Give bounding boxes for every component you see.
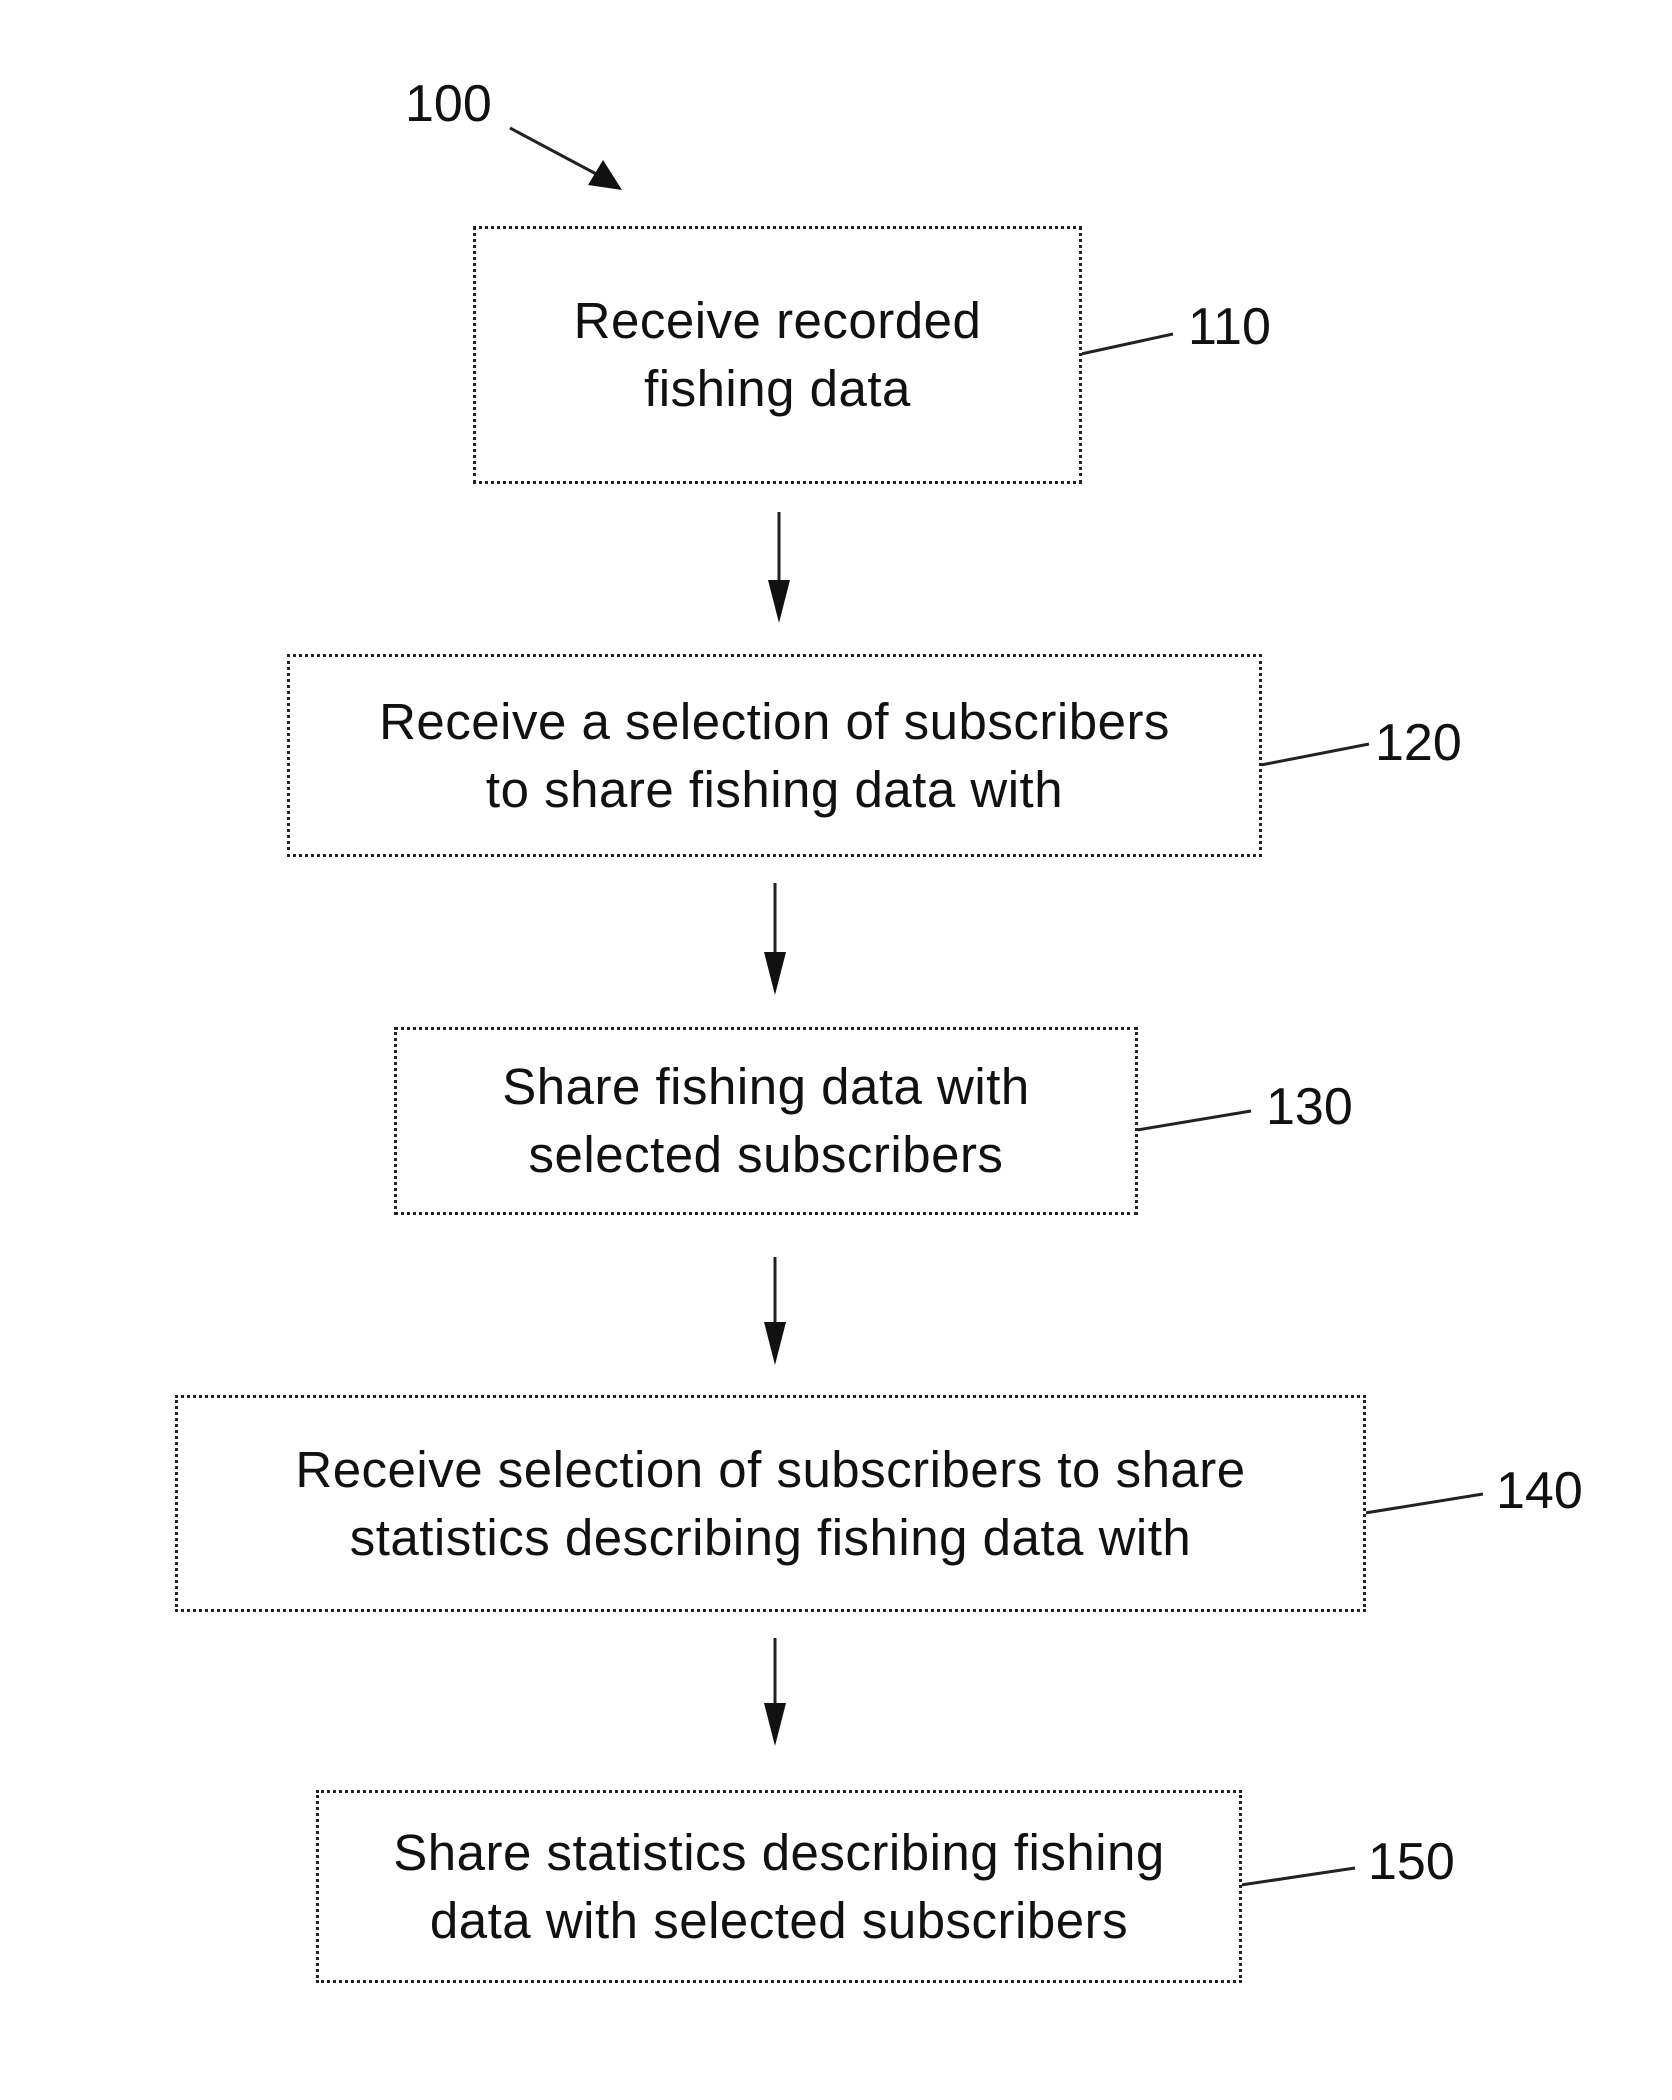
step-box-140: Receive selection of subscribers to shar… [175,1395,1366,1612]
flow-arrow-2 [764,883,786,995]
figure-ref-arrow [510,128,600,176]
step-text-line: Receive selection of subscribers to shar… [295,1436,1245,1504]
step-text-line: data with selected subscribers [430,1887,1128,1955]
step-ref-label-120: 120 [1375,717,1462,769]
leader-line-120 [1261,744,1369,765]
flow-arrow-1 [768,512,790,623]
step-text-line: statistics describing fishing data with [350,1504,1192,1572]
step-box-110: Receive recorded fishing data [473,226,1082,484]
leader-line-130 [1137,1111,1251,1130]
leader-line-150 [1241,1868,1355,1885]
flow-arrow-3 [764,1257,786,1365]
step-ref-label-130: 130 [1266,1081,1353,1133]
step-ref-label-150: 150 [1368,1836,1455,1888]
step-text-line: to share fishing data with [486,756,1063,824]
figure-ref-arrowhead [588,160,622,190]
step-text-line: Receive a selection of subscribers [379,688,1170,756]
step-text-line: Share fishing data with [502,1053,1029,1121]
step-text-line: fishing data [644,355,911,423]
step-text-line: Receive recorded [574,287,982,355]
leader-line-110 [1081,334,1173,354]
step-ref-label-110: 110 [1188,301,1271,353]
figure-ref-label: 100 [405,78,492,130]
step-text-line: Share statistics describing fishing [393,1819,1165,1887]
leader-line-140 [1365,1494,1483,1513]
step-text-line: selected subscribers [529,1121,1004,1189]
step-box-150: Share statistics describing fishing data… [316,1790,1242,1983]
flow-arrow-4 [764,1638,786,1746]
step-box-130: Share fishing data with selected subscri… [394,1027,1138,1215]
step-ref-label-140: 140 [1496,1465,1583,1517]
step-box-120: Receive a selection of subscribers to sh… [287,654,1262,857]
